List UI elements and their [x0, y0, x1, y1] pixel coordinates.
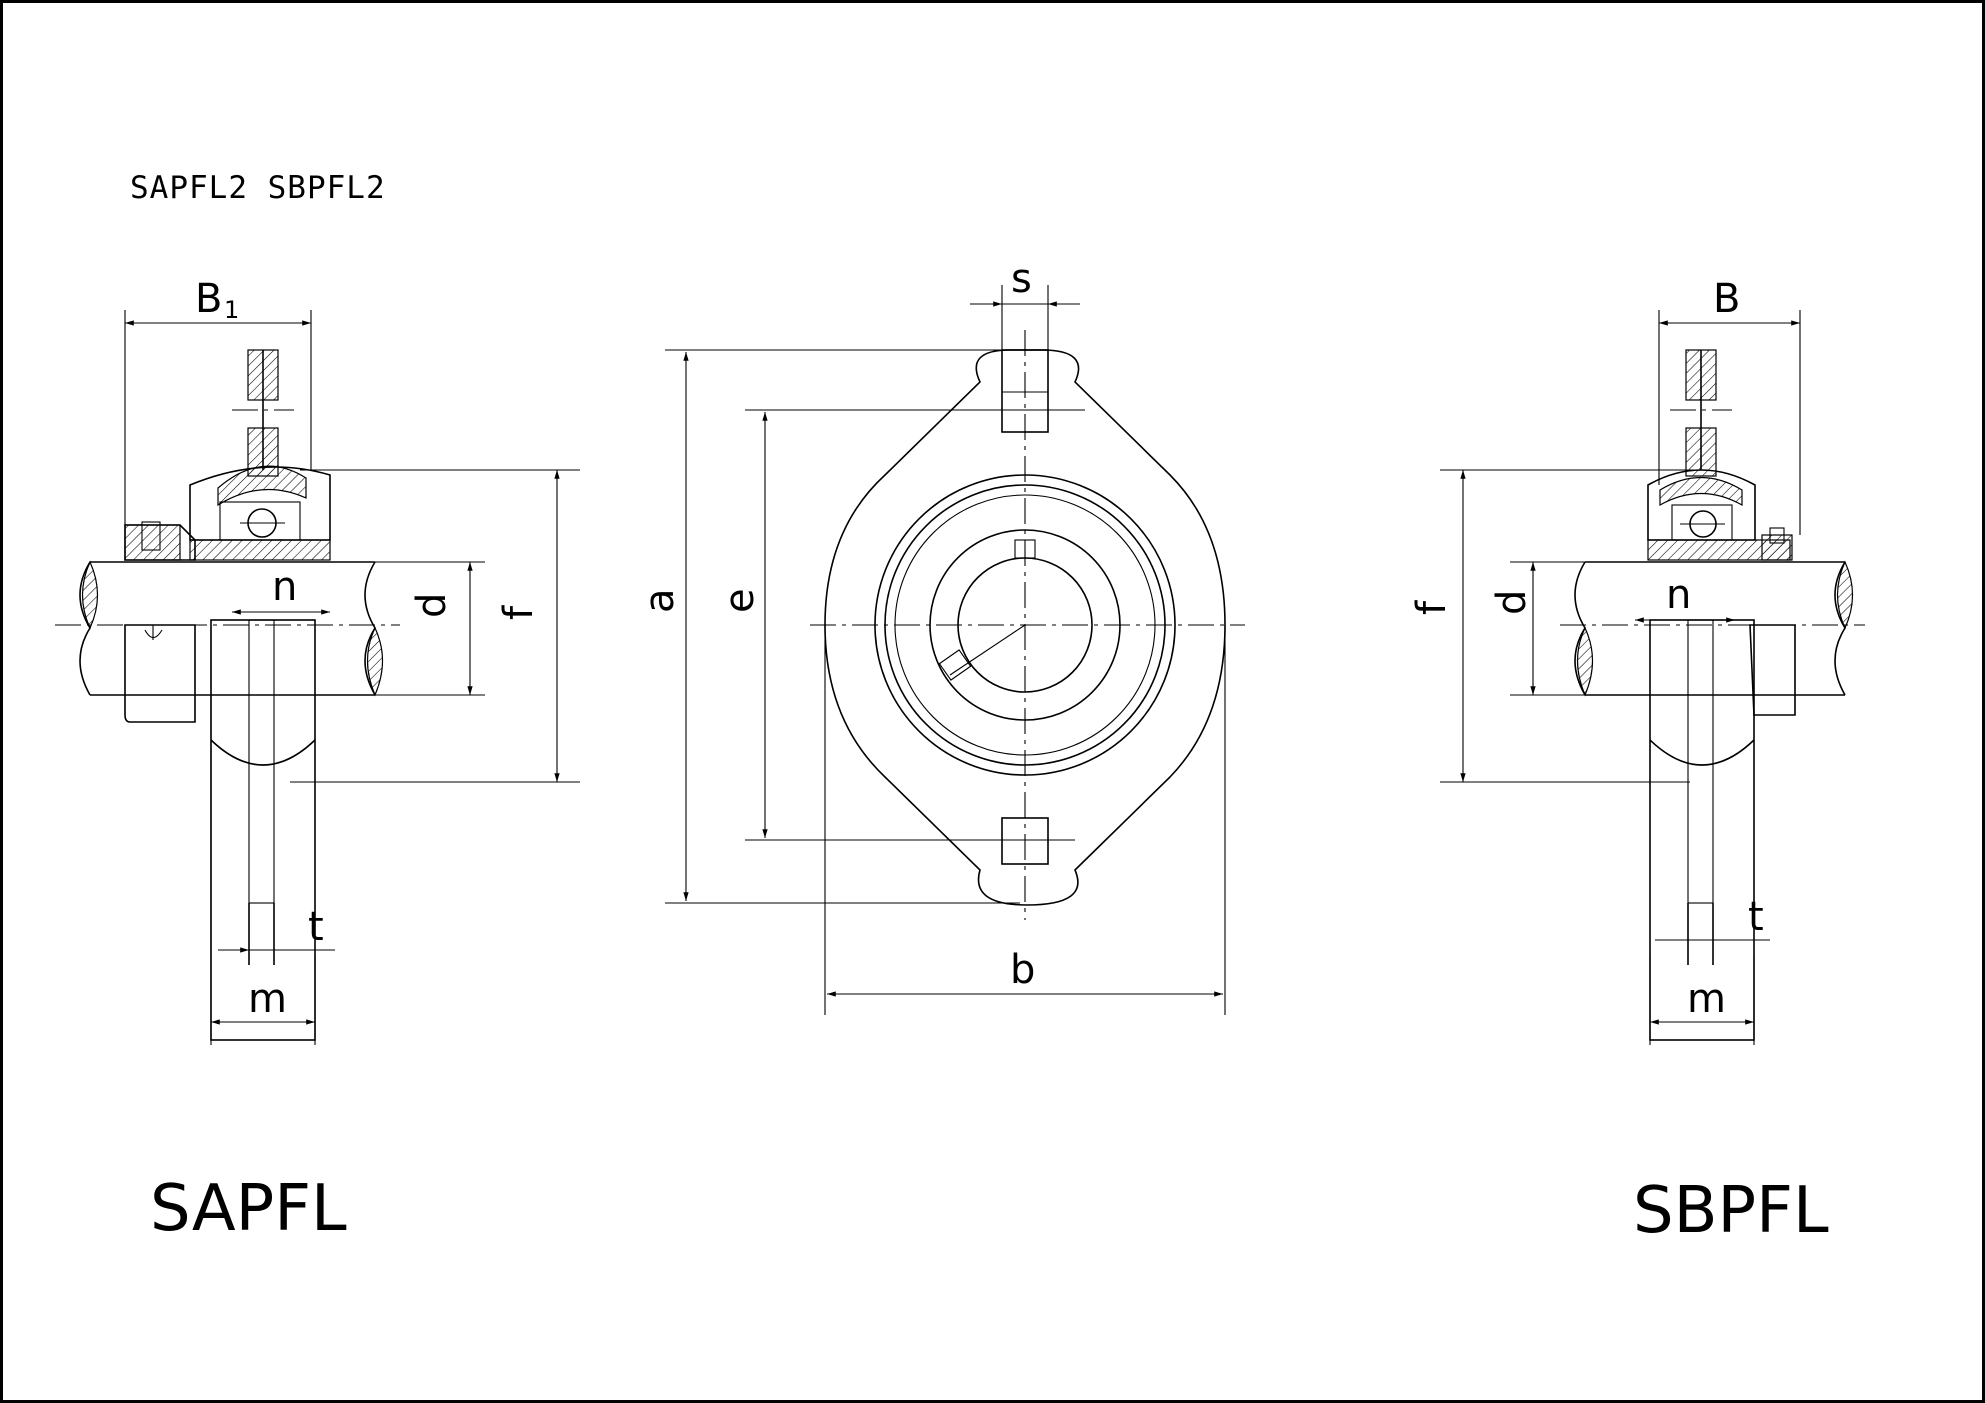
dim-label-b1: B — [195, 276, 222, 322]
dim-label-b: b — [1010, 947, 1035, 993]
dim-label-f-right: f — [1409, 600, 1455, 615]
caption-sapfl: SAPFL — [150, 1172, 347, 1246]
dim-label-t: t — [308, 904, 324, 950]
dim-label-e: e — [717, 588, 763, 613]
front-view: s a e b — [637, 256, 1245, 1015]
dim-label-d-right: d — [1489, 590, 1535, 615]
dim-label-b-right: B — [1713, 276, 1740, 322]
model-title: SAPFL2 SBPFL2 — [130, 170, 386, 206]
dim-label-s: s — [1011, 256, 1032, 302]
dim-label-n: n — [272, 564, 297, 610]
caption-sbpfl: SBPFL — [1633, 1174, 1829, 1248]
right-side-view: B n d f t m SBPFL — [1409, 276, 1865, 1248]
dim-label-n-right: n — [1666, 572, 1691, 618]
dim-label-d: d — [409, 593, 455, 618]
dim-label-t-right: t — [1748, 894, 1764, 940]
dim-label-m-right: m — [1687, 976, 1726, 1022]
left-side-view: B 1 n d f t m SAPFL — [55, 276, 580, 1246]
dim-label-m: m — [248, 976, 287, 1022]
dim-label-f: f — [496, 605, 542, 620]
dim-label-b1-sub: 1 — [224, 296, 239, 324]
dim-label-a: a — [637, 588, 683, 613]
